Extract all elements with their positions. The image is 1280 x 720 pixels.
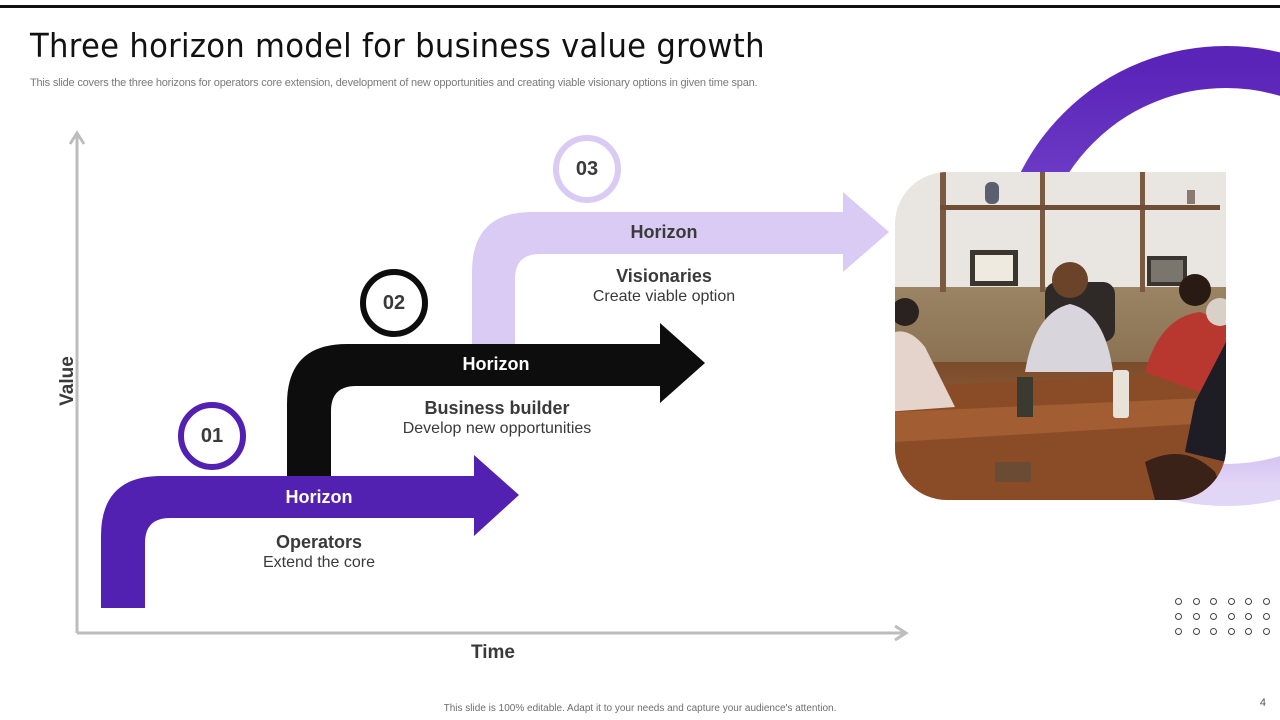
horizon-2-number: 02 — [382, 291, 406, 314]
axes — [68, 130, 909, 642]
horizon-2-text: Develop new opportunities — [402, 420, 592, 437]
horizon-1-band-label: Horizon — [285, 487, 353, 507]
horizon-1-heading: Operators — [275, 532, 363, 552]
horizon-2-heading: Business builder — [424, 398, 570, 418]
horizon-3-number: 03 — [575, 157, 599, 180]
horizon-1-text: Extend the core — [262, 554, 376, 571]
top-border-bar — [0, 5, 1280, 8]
horizon-1-description: Operators Extend the core — [189, 532, 449, 573]
footer-note: This slide is 100% editable. Adapt it to… — [443, 703, 837, 714]
horizon-1-badge: 01 — [178, 402, 246, 470]
horizon-2-description: Business builder Develop new opportuniti… — [367, 398, 627, 439]
horizon-3-heading: Visionaries — [616, 266, 712, 286]
meeting-photo — [895, 172, 1226, 500]
horizon-3-text: Create viable option — [592, 288, 736, 305]
horizon-2-band-label: Horizon — [462, 354, 530, 374]
page-number: 4 — [1259, 697, 1266, 709]
horizon-2-badge: 02 — [360, 269, 428, 337]
horizon-3-badge: 03 — [553, 135, 621, 203]
page-subtitle: This slide covers the three horizons for… — [30, 77, 758, 89]
decorative-dot-grid — [1175, 598, 1280, 635]
x-axis-label: Time — [470, 642, 515, 663]
horizon-3-description: Visionaries Create viable option — [534, 266, 794, 307]
meeting-illustration — [895, 172, 1226, 500]
y-axis-label: Value — [57, 356, 78, 406]
horizon-3-band-label: Horizon — [630, 222, 698, 242]
horizon-3-arrow — [472, 192, 889, 352]
page-title: Three horizon model for business value g… — [30, 26, 765, 65]
horizon-1-number: 01 — [200, 424, 224, 447]
horizon-2-arrow — [287, 323, 705, 478]
horizon-1-arrow — [101, 455, 519, 608]
